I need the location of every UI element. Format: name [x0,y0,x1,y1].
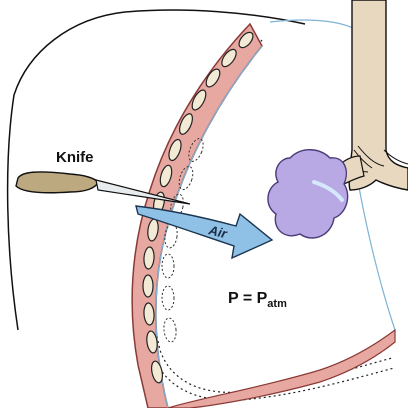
knife-blade [95,179,191,205]
dotted-ribs [161,138,204,343]
pressure-label: P = Patm [228,290,287,310]
knife-label: Knife [56,149,94,166]
lesion-highlight [312,180,344,202]
rib [191,89,207,111]
arrow-right-icon [135,205,274,260]
rib [168,138,182,162]
lung-lesion-icon [267,149,349,239]
bronchus [335,0,408,191]
dotted-rib [161,285,175,311]
air-label: Air [206,222,229,241]
knife-handle [15,171,99,194]
rib [146,330,158,354]
rib [205,68,221,88]
diaphragm-band [167,328,396,408]
rib [143,246,155,270]
rib [238,31,254,49]
ribs [142,31,254,384]
pressure-prefix: P = P [228,290,268,307]
rib [143,302,155,326]
rib [179,113,193,135]
dotted-rib [178,165,194,191]
rib [221,48,237,68]
dotted-rib [163,317,177,343]
rib [151,360,163,384]
dotted-rib [170,193,184,219]
knife-icon [15,171,191,205]
rib [159,164,173,188]
chest-outline [6,9,306,331]
rib [142,274,154,298]
dotted-rib [161,253,175,279]
pleura-inner-line [155,45,263,408]
pressure-subscript: atm [267,298,287,310]
dotted-rib [164,223,178,249]
dotted-rib [188,138,204,162]
bronchus-rings [349,145,408,173]
